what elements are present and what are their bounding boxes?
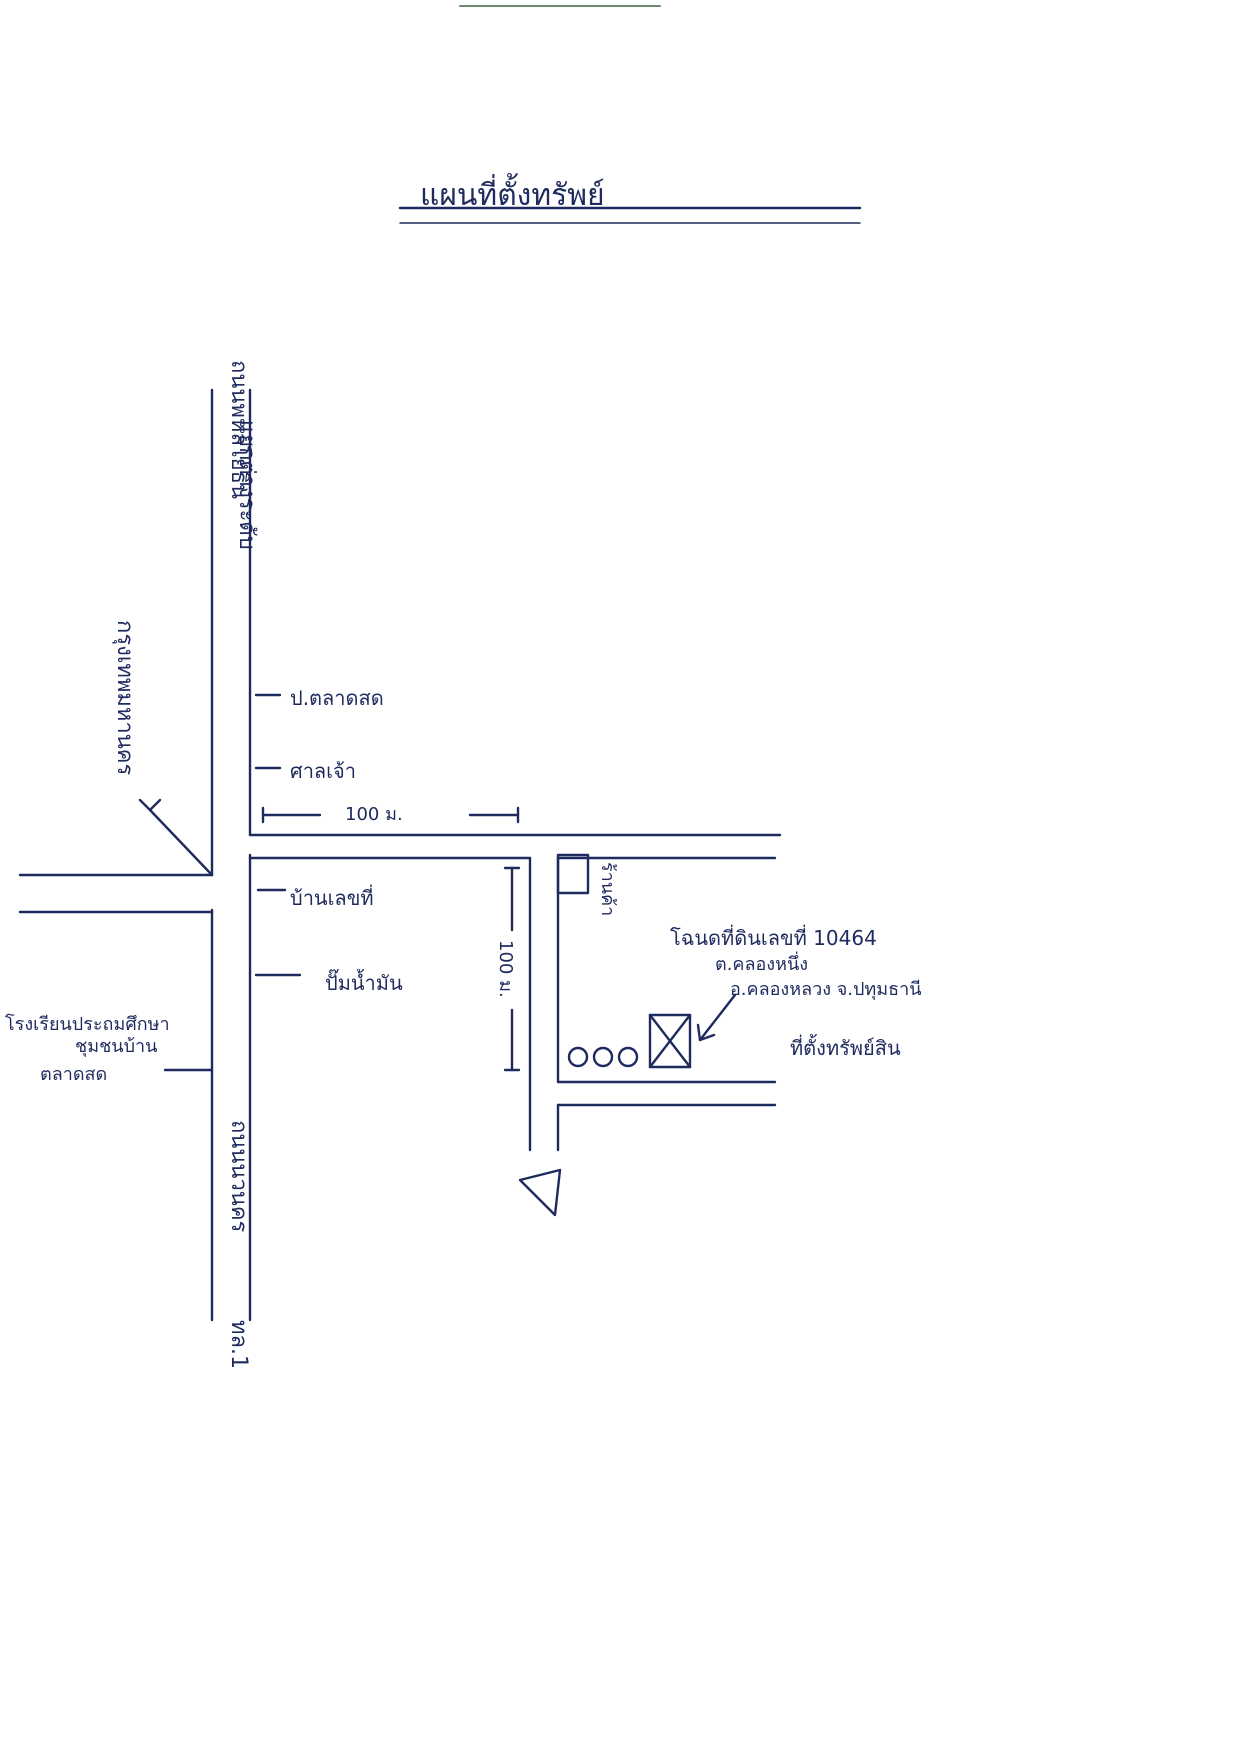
subject-line-3: อ.คลองหลวง จ.ปทุมธานี [730,979,922,1000]
upper-road-label: ถนนพหลโยธิน [226,360,252,499]
adjacent-plot-circle-1 [567,1046,589,1068]
landmark-3-label: บ้านเลขที่ [290,884,374,910]
subject-pointer-head-icon [696,1023,716,1042]
subject-pointer-line [698,993,737,1042]
landmark-1-label: ป.ตลาดสด [290,686,384,710]
diagonal-arrow-head-icon [138,798,162,812]
direction-triangle-icon [518,1168,562,1217]
left-block-label-1: โรงเรียนประถมศึกษา [5,1013,170,1035]
left-lower-side-label: ทล.1 [226,1320,251,1369]
lower-road-label: ถนนนวนคร [226,1120,251,1233]
adjacent-plot-circle-3 [617,1046,639,1068]
landmark-4-label: ปั๊มน้ำมัน [325,968,403,995]
subject-line-4: ที่ตั้งทรัพย์สิน [790,1034,901,1060]
vertical-distance-label: 100 ม. [495,940,516,998]
left-block-label-2: ชุมชนบ้าน [75,1036,157,1057]
subject-property-cross-2 [648,1013,692,1069]
diagonal-arrow-line [148,808,214,877]
subject-line-2: ต.คลองหนึ่ง [715,951,808,975]
subject-property-box [648,1013,692,1069]
landmark-2-label: ศาลเจ้า [290,759,356,783]
main-soi-label: แยกต่างระดับ [234,420,259,550]
adjacent-plot-circle-2 [592,1046,614,1068]
direction-label: กรุงเทพมหานคร [112,620,137,776]
horizontal-distance-label: 100 ม. [345,804,403,825]
subject-title: โฉนดที่ดินเลขที่ 10464 [670,924,877,950]
map-title: แผนที่ตั้งทรัพย์ [420,173,605,213]
corner-building-label: ร้านค้า [597,862,618,916]
left-block-label-3: ตลาดสด [40,1064,107,1085]
corner-building-icon [556,853,590,895]
